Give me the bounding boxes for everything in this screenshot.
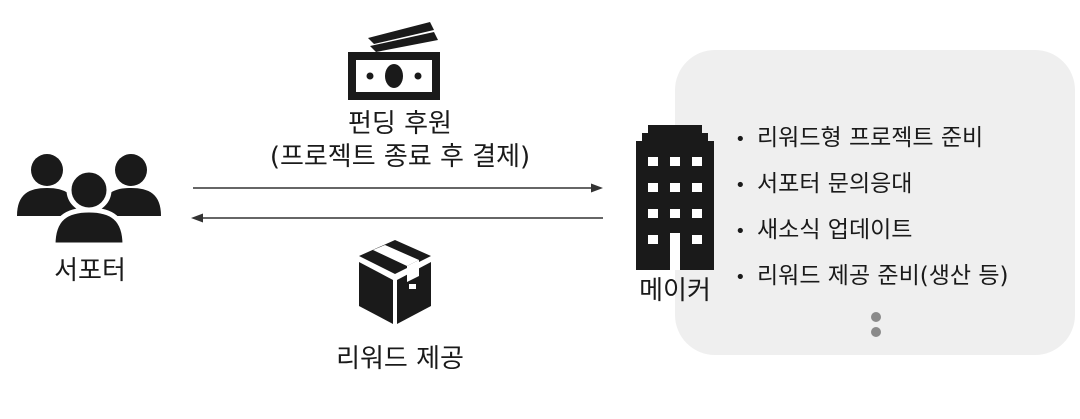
- building-icon: [636, 125, 714, 270]
- bullet-icon: •: [735, 175, 746, 196]
- money-icon: [348, 22, 440, 100]
- more-tasks-ellipsis-icon: [871, 312, 881, 342]
- bullet-icon: •: [735, 221, 746, 242]
- maker-task-text: 새소식 업데이트: [757, 217, 913, 243]
- bullet-icon: •: [735, 129, 746, 150]
- box-icon: [359, 240, 431, 324]
- bullet-icon: •: [735, 267, 746, 288]
- maker-task-text: 리워드형 프로젝트 준비: [757, 125, 984, 151]
- maker-task-text: 리워드 제공 준비(생산 등): [757, 263, 1009, 289]
- people-icon: [17, 154, 161, 245]
- maker-task-text: 서포터 문의응대: [757, 171, 913, 197]
- reward-label: 리워드 제공: [336, 344, 464, 374]
- maker-task-item: • 리워드형 프로젝트 준비: [735, 118, 1008, 164]
- maker-task-item: • 새소식 업데이트: [735, 210, 1008, 256]
- maker-panel: [675, 50, 1075, 355]
- funding-label: 펀딩 후원 (프로젝트 종료 후 결제): [250, 108, 550, 173]
- maker-task-item: • 리워드 제공 준비(생산 등): [735, 256, 1008, 302]
- flow-arrows: [191, 183, 603, 223]
- funding-label-line2: (프로젝트 종료 후 결제): [269, 141, 531, 172]
- supporter-label: 서포터: [54, 256, 126, 286]
- maker-task-list: • 리워드형 프로젝트 준비 • 서포터 문의응대 • 새소식 업데이트 • 리워드 제…: [735, 118, 1008, 302]
- maker-label: 메이커: [639, 276, 711, 306]
- funding-label-line1: 펀딩 후원: [348, 109, 452, 139]
- maker-task-item: • 서포터 문의응대: [735, 164, 1008, 210]
